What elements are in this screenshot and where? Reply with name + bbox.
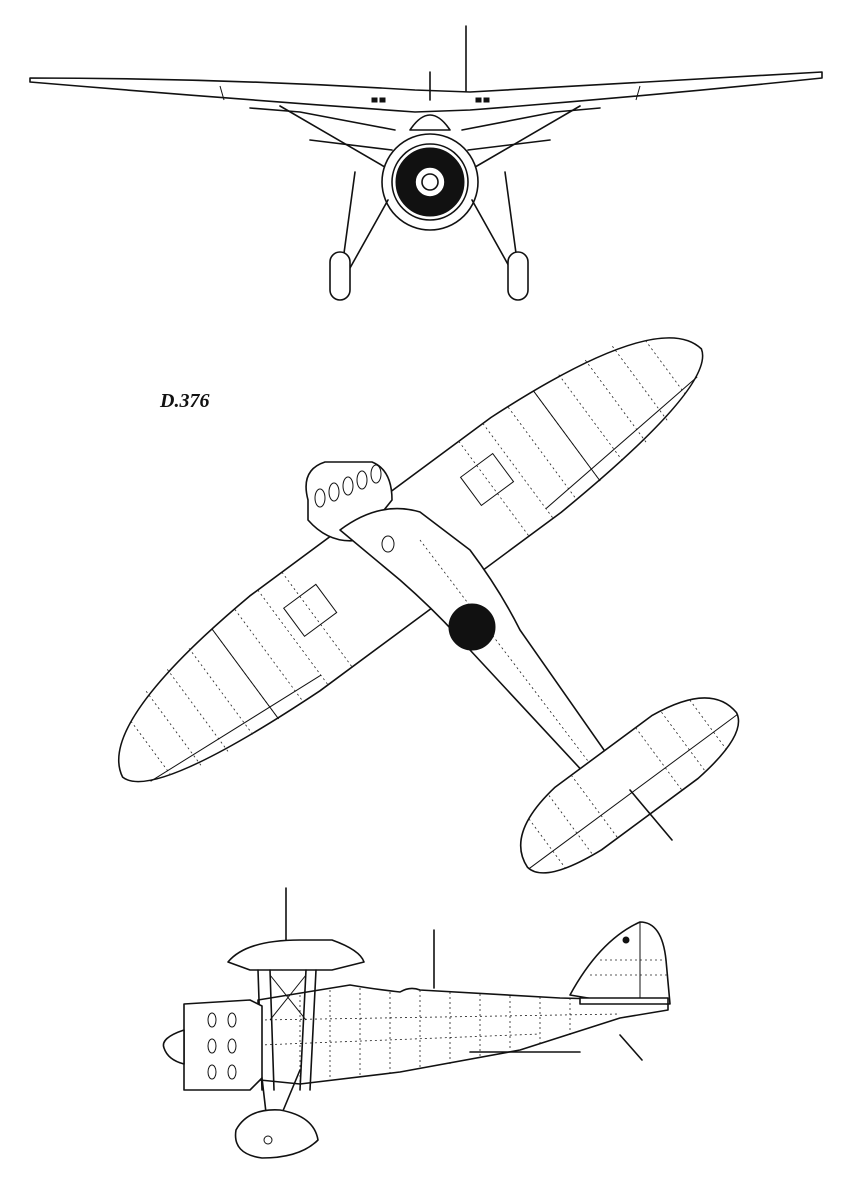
side-fuselage <box>257 984 669 1085</box>
front-wing-panel-line <box>635 85 641 101</box>
side-spinner <box>162 1029 185 1065</box>
side-exhaust-stubs <box>207 1012 237 1080</box>
front-strut <box>467 139 551 151</box>
side-cabane-strut <box>309 969 317 1091</box>
front-wing-panel-line <box>219 85 225 101</box>
plan-aileron-left <box>150 674 322 782</box>
side-view <box>162 887 671 1159</box>
front-view <box>29 25 823 301</box>
side-tail-light <box>622 936 630 944</box>
plan-wing-hatch <box>459 452 515 507</box>
front-wing-fitting <box>379 97 386 103</box>
side-tail-skid <box>619 1034 643 1061</box>
front-wing-fitting <box>371 97 378 103</box>
aircraft-designation: D.376 <box>160 390 210 412</box>
front-wing <box>29 71 823 113</box>
side-tailplane <box>579 997 669 1005</box>
plan-fuel-cap <box>381 535 395 553</box>
front-gear-leg-right <box>471 199 511 269</box>
plan-tailplane <box>519 697 740 874</box>
plan-fuselage-centerline <box>419 539 611 791</box>
side-wing-section <box>227 939 365 971</box>
plan-aileron-right <box>545 376 698 510</box>
plan-panel-break <box>211 628 279 720</box>
side-fin <box>569 921 671 1005</box>
front-cockpit <box>409 114 451 131</box>
plan-view <box>118 337 740 874</box>
side-cabane-bracing <box>269 974 307 1021</box>
front-strut <box>279 105 391 171</box>
side-wheel-hub <box>263 1135 273 1145</box>
side-engine-cowling <box>183 999 263 1091</box>
side-cabane-strut <box>299 969 307 1091</box>
plan-cockpit-opening <box>448 603 496 651</box>
front-strut <box>309 139 393 151</box>
plan-fuselage <box>339 507 628 806</box>
side-fuselage-frames <box>259 988 621 1082</box>
side-wheel-spat <box>234 1109 319 1159</box>
plan-panel-break <box>533 390 601 482</box>
front-wheel-right <box>507 251 529 301</box>
front-lower-wing-right <box>461 107 601 131</box>
plan-wing-hatch <box>283 583 338 638</box>
front-strut <box>469 105 581 171</box>
front-wing-fitting <box>483 97 490 103</box>
front-gear-leg-left <box>349 199 389 269</box>
front-spinner <box>421 173 439 191</box>
plan-exhaust-stubs <box>314 464 382 508</box>
plan-rudder <box>629 789 673 841</box>
front-wheel-left <box>329 251 351 301</box>
plan-elevator-hinge <box>528 713 738 870</box>
front-lower-wing-left <box>249 107 396 131</box>
side-cabane-strut <box>269 969 275 1091</box>
front-wing-fitting <box>475 97 482 103</box>
